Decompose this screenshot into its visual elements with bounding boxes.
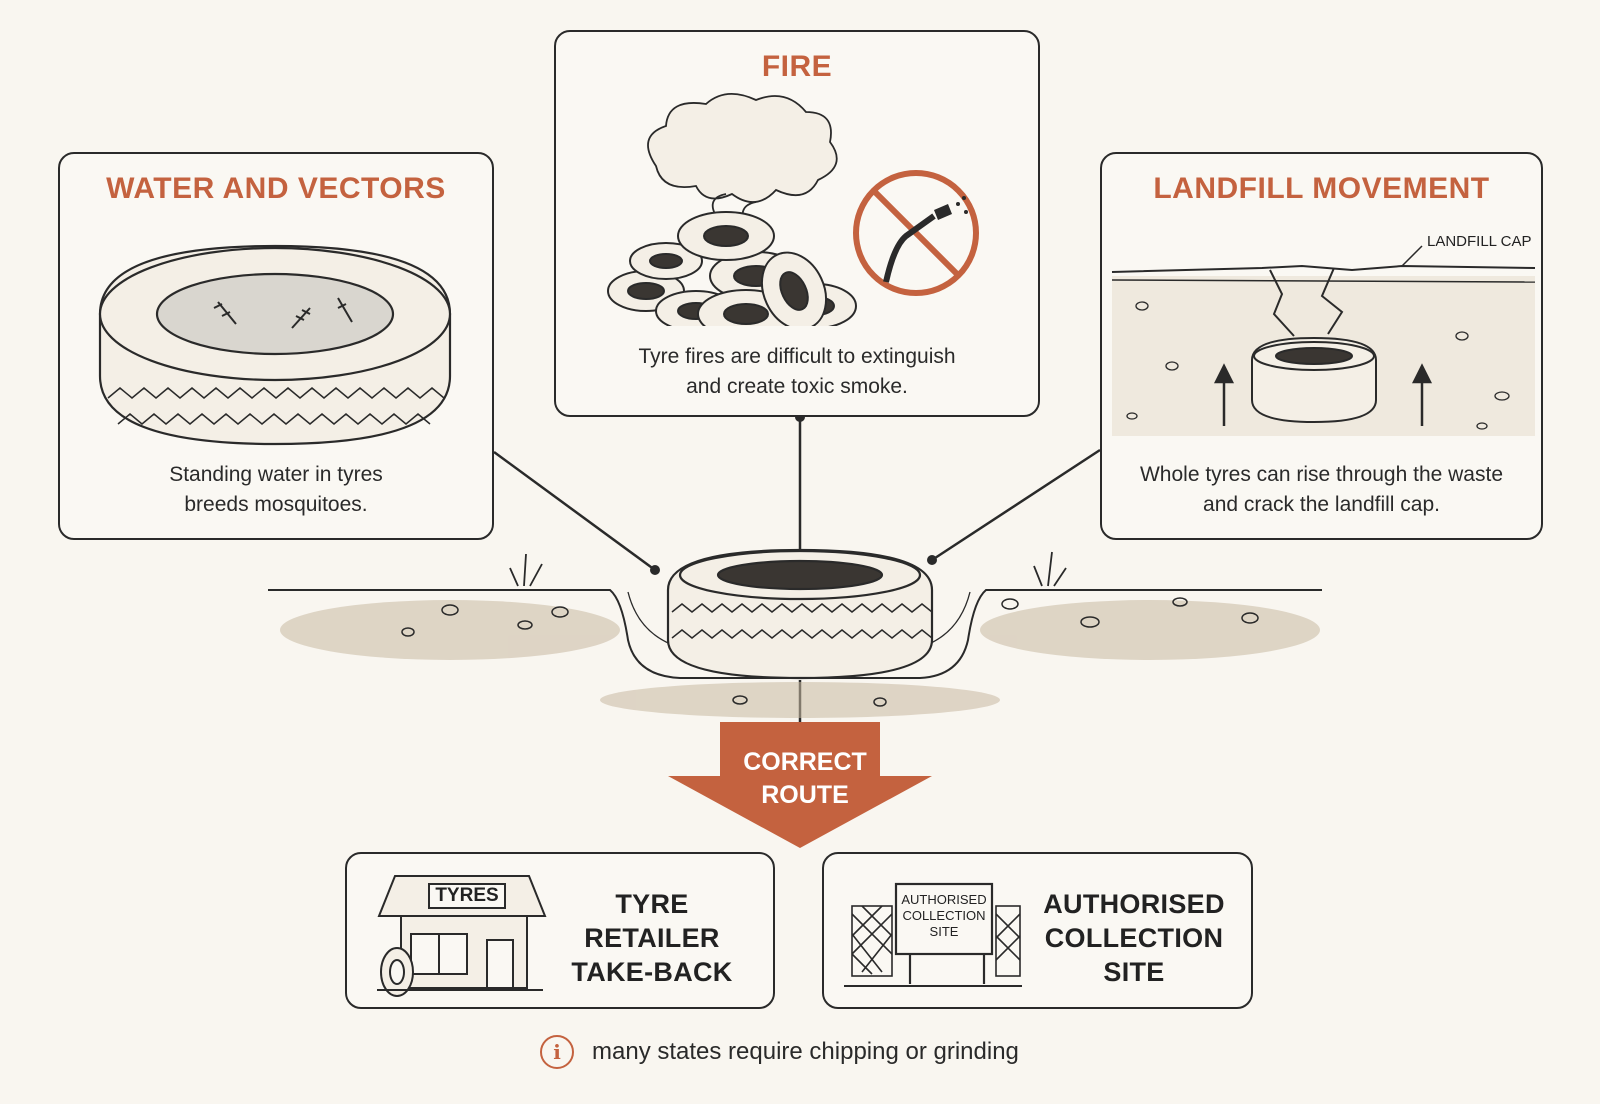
water-vectors-description: Standing water in tyres breeds mosquitoe…	[60, 460, 492, 520]
fire-title: FIRE	[761, 50, 833, 83]
collection-site-text-1: AUTHORISED	[1043, 889, 1225, 919]
water-vectors-panel: WATER AND VECTORS Standing water in tyre…	[58, 152, 494, 540]
chipping-note: i many states require chipping or grindi…	[540, 1034, 1019, 1070]
collection-site-label: AUTHORISED COLLECTION SITE	[1020, 887, 1248, 989]
smoke-cloud	[647, 93, 838, 227]
landfill-movement-title: LANDFILL MOVEMENT	[1153, 172, 1490, 205]
fire-text-1: Tyre fires are difficult to extinguish	[638, 345, 956, 368]
landfill-cap-label: LANDFILL CAP	[1427, 233, 1532, 250]
collection-site-panel: AUTHORISED COLLECTION SITE AUTHORISED CO…	[822, 852, 1253, 1009]
fence	[851, 905, 1021, 977]
water-vectors-text-1: Standing water in tyres	[169, 463, 383, 486]
water-vectors-title: WATER AND VECTORS	[106, 172, 446, 205]
correct-route-text-2: ROUTE	[761, 781, 849, 809]
pebbles	[401, 597, 1259, 707]
landfill-text-1: Whole tyres can rise through the waste	[1139, 463, 1503, 486]
chipping-note-text: many states require chipping or grinding	[592, 1038, 1019, 1065]
landfill-text-2: and crack the landfill cap.	[1203, 493, 1440, 516]
collection-site-sign: AUTHORISED COLLECTION SITE	[896, 892, 992, 940]
cap-label-leader	[1401, 245, 1423, 267]
tyre-retailer-text-1: TYRE RETAILER	[584, 889, 720, 953]
mosquito-larvae	[213, 297, 353, 329]
tyre-retailer-text-2: TAKE-BACK	[571, 957, 733, 987]
water-vectors-text-2: breeds mosquitoes.	[184, 493, 368, 516]
fire-description: Tyre fires are difficult to extinguish a…	[556, 342, 1038, 402]
burning-tyre-pile-illustration	[607, 93, 979, 326]
water-filled-tyre-illustration	[98, 244, 452, 446]
sign-text-1: AUTHORISED	[901, 892, 987, 907]
collection-site-sign-icon	[844, 882, 1022, 987]
rising-tyre	[1251, 336, 1377, 424]
sign-text-3: SITE	[929, 924, 959, 939]
grass-tufts	[509, 551, 1067, 587]
no-water-icon	[853, 170, 979, 296]
tyre-retailer-label: TYRE RETAILER TAKE-BACK	[547, 887, 757, 989]
tyres-shop-sign: TYRES	[435, 885, 499, 906]
sign-text-2: COLLECTION	[902, 908, 986, 923]
cap-crack	[1269, 267, 1344, 337]
collection-site-text-2: COLLECTION SITE	[1044, 923, 1224, 987]
info-icon: i	[540, 1035, 574, 1069]
correct-route-arrow	[668, 722, 932, 848]
tyre-pile	[607, 211, 857, 326]
central-tyre	[666, 548, 934, 680]
upward-arrows	[1213, 363, 1433, 426]
landfill-cross-section-illustration	[1111, 245, 1536, 436]
tyre-retailer-panel: TYRES TYRE RETAILER TAKE-BACK	[345, 852, 775, 1009]
tyre-shop-icon	[377, 875, 547, 997]
correct-route-text-1: CORRECT	[743, 748, 867, 776]
correct-route-label: CORRECT ROUTE	[690, 746, 920, 812]
fire-panel: FIRE	[554, 30, 1040, 417]
landfill-movement-panel: LANDFILL MOVEMENT LANDFILL CAP	[1100, 152, 1543, 540]
landfill-movement-description: Whole tyres can rise through the waste a…	[1102, 460, 1541, 520]
fire-text-2: and create toxic smoke.	[686, 375, 908, 398]
